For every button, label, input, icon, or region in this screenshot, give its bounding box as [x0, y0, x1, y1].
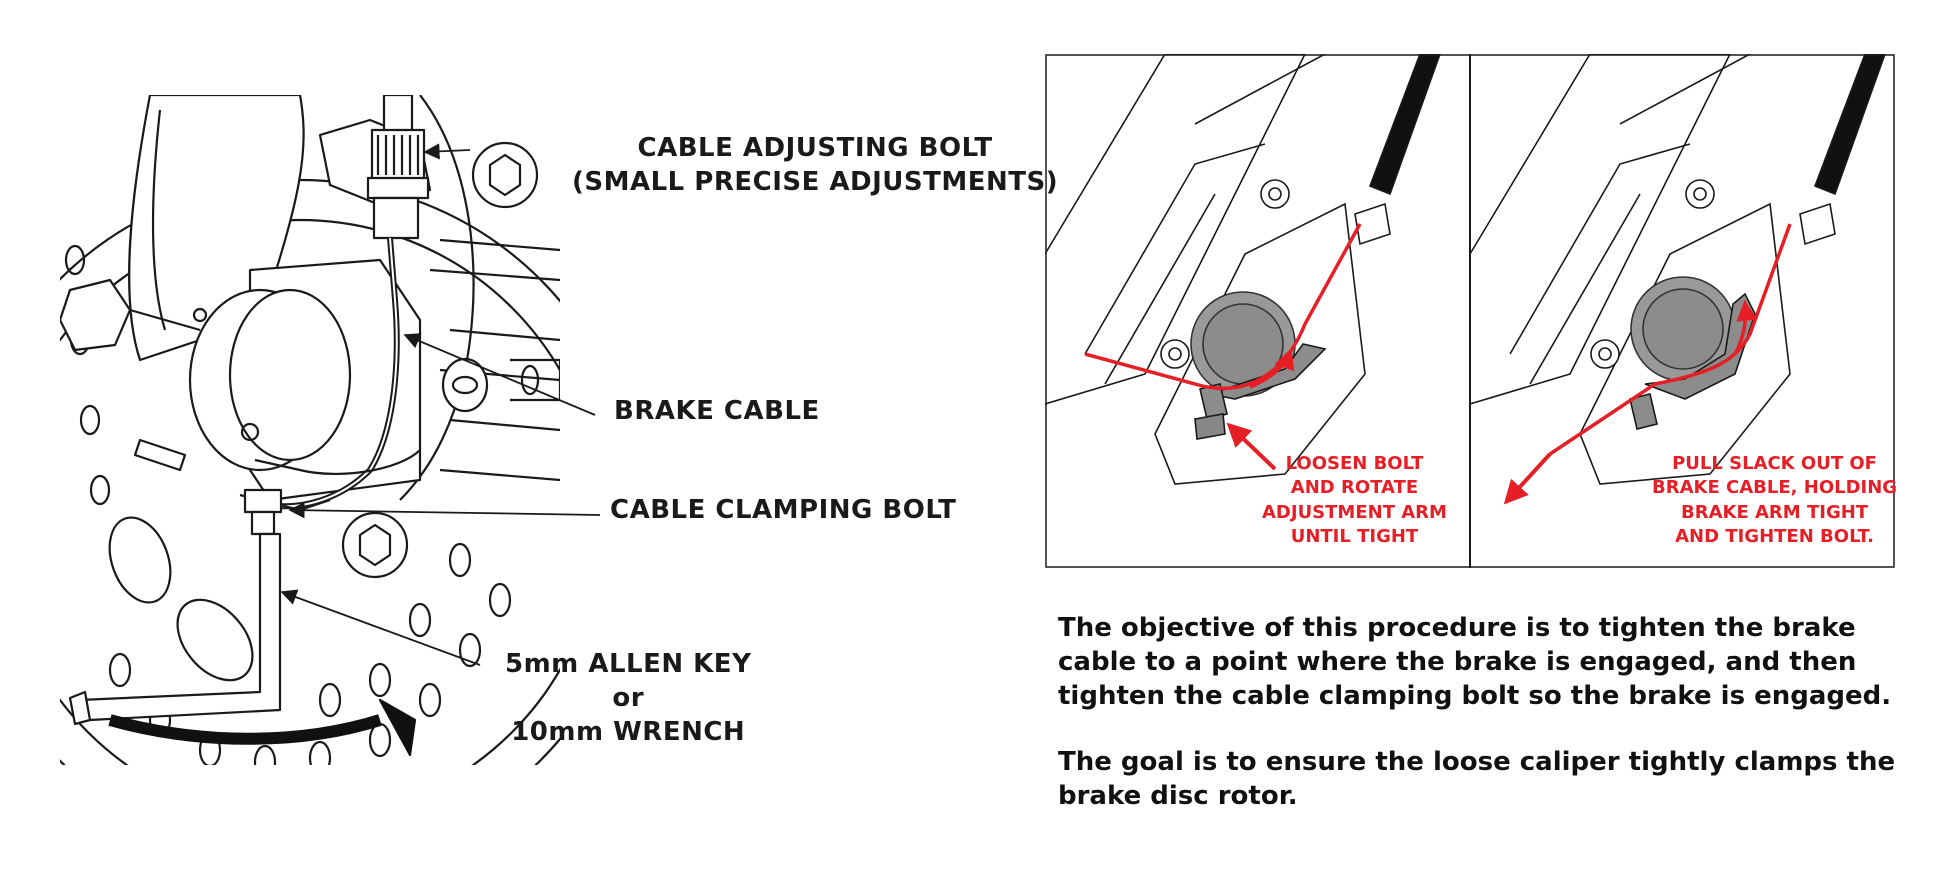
description-paragraph-2: The goal is to ensure the loose caliper …	[1058, 746, 1918, 814]
cable-route-step-2	[1549, 223, 1792, 456]
callout-adjusting-bolt-line1: CABLE ADJUSTING BOLT	[637, 133, 993, 163]
callout-tool-line1: 5mm ALLEN KEY	[505, 649, 752, 679]
leader-adjusting-bolt	[423, 143, 471, 160]
callout-adjusting-bolt-line2: (SMALL PRECISE ADJUSTMENTS)	[572, 166, 1059, 197]
step-2-note-line4: AND TIGHTEN BOLT.	[1675, 525, 1874, 547]
panel-step-2	[1470, 54, 1886, 485]
description-text-1: The objective of this procedure is to ti…	[1058, 613, 1892, 711]
step-1-note-line2: AND ROTATE	[1290, 477, 1419, 499]
panel-step-1	[1045, 54, 1441, 485]
description-paragraph-1: The objective of this procedure is to ti…	[1058, 612, 1918, 713]
callout-tool-line2: or	[612, 682, 645, 713]
caliper-illustration	[60, 95, 601, 765]
step-2-note-line2: BRAKE CABLE, HOLDING	[1652, 477, 1898, 499]
cable-adjusting-bolt	[366, 95, 430, 240]
pull-arrow-step-2	[1503, 452, 1552, 505]
allen-key-tool	[68, 532, 282, 726]
step-2-note-line3: BRAKE ARM TIGHT	[1680, 501, 1869, 523]
step-2-note: PULL SLACK OUT OF BRAKE CABLE, HOLDING B…	[1652, 452, 1897, 549]
caliper-body	[133, 258, 422, 502]
callout-adjusting-bolt: CABLE ADJUSTING BOLT (SMALL PRECISE ADJU…	[572, 132, 1058, 200]
cable-clamping-bolt	[243, 488, 283, 536]
cable-route-step-1	[1084, 223, 1362, 390]
leader-brake-cable	[403, 333, 596, 416]
callout-tool: 5mm ALLEN KEY or 10mm WRENCH	[505, 648, 751, 749]
rotate-arrow-step-2	[1733, 299, 1758, 355]
callout-brake-cable: BRAKE CABLE	[614, 396, 820, 426]
axle-nut	[60, 278, 201, 352]
brake-cable	[269, 237, 400, 510]
callout-tool-line3: 10mm WRENCH	[511, 716, 746, 747]
rotate-arrow-step-1	[1249, 348, 1295, 389]
step-1-note: LOOSEN BOLT AND ROTATE ADJUSTMENT ARM UN…	[1262, 452, 1447, 549]
mount-bolt-bottom	[341, 511, 409, 579]
description-text-2: The goal is to ensure the loose caliper …	[1058, 747, 1896, 811]
pointer-arrow-step-1	[1226, 422, 1277, 471]
step-panels	[1045, 54, 1895, 568]
rotation-arrow	[108, 714, 382, 745]
caliper-lever	[239, 357, 560, 512]
callout-clamping-bolt: CABLE CLAMPING BOLT	[610, 495, 957, 525]
leader-tool	[280, 589, 481, 666]
step-2-note-line1: PULL SLACK OUT OF	[1672, 453, 1877, 474]
step-1-note-line3: ADJUSTMENT ARM	[1262, 501, 1447, 523]
leader-clamping-bolt	[288, 502, 601, 519]
step-1-note-line1: LOOSEN BOLT	[1285, 453, 1424, 474]
step-1-note-line4: UNTIL TIGHT	[1290, 525, 1419, 547]
